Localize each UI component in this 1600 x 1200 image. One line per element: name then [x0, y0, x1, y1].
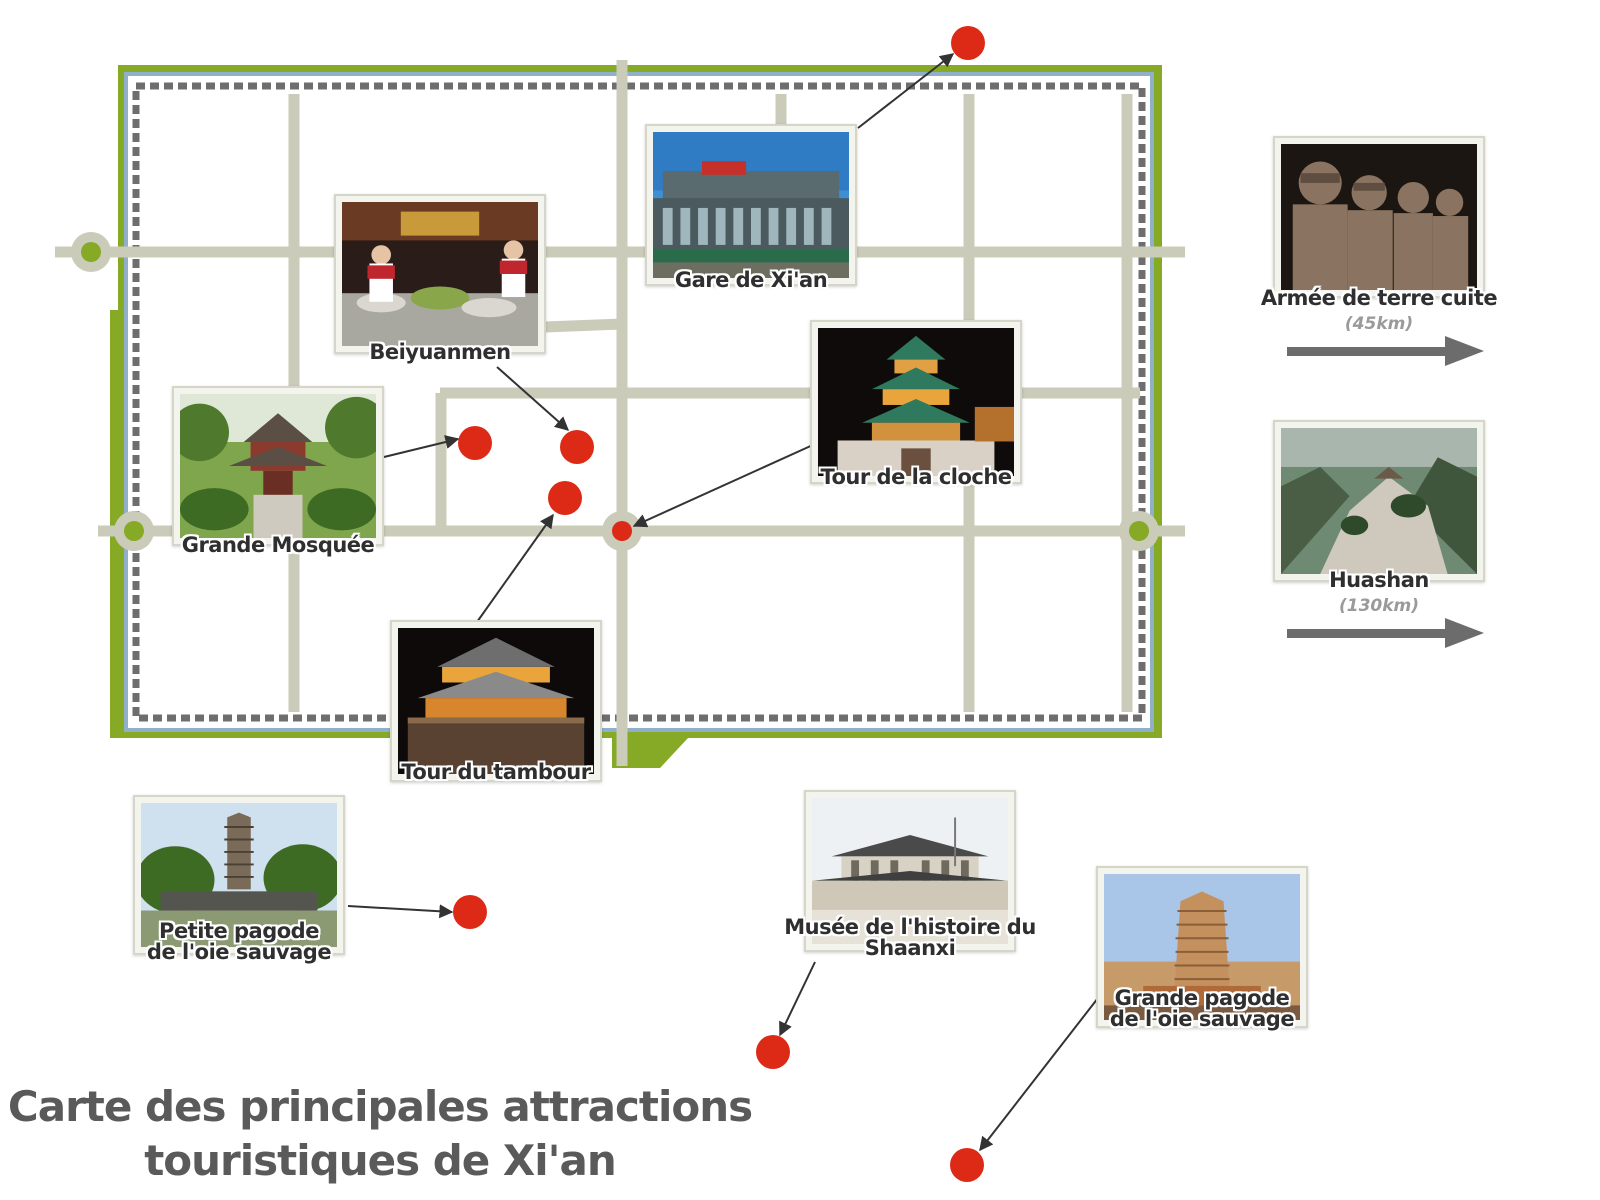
label-gare: Gare de Xi'an [674, 268, 828, 292]
arrow-petite-pagode [347, 904, 454, 919]
card-musee[interactable] [804, 790, 1016, 952]
arrow-huashan-direction [1287, 618, 1484, 648]
marker-petite-pagode[interactable] [453, 895, 487, 929]
terracotta-warriors-photo [1281, 144, 1477, 290]
card-mosquee[interactable] [172, 386, 384, 546]
card-petite-pagode[interactable] [133, 795, 345, 955]
east-gate [1119, 511, 1159, 551]
location-markers [453, 26, 985, 1182]
label-petite-pagode: Petite pagode de l'oie sauvage [146, 919, 332, 964]
small-pagoda-photo [141, 803, 337, 947]
card-gare[interactable] [645, 124, 857, 286]
card-armee[interactable] [1273, 136, 1485, 298]
arrow-tambour [476, 513, 554, 623]
label-armee: Armée de terre cuite [1260, 286, 1498, 310]
card-cloche[interactable] [810, 320, 1022, 484]
card-grande-pagode[interactable] [1096, 866, 1308, 1028]
label-cloche: Tour de la cloche [820, 465, 1012, 489]
drum-tower-photo [398, 628, 594, 774]
distance-armee: (45km) [1344, 314, 1414, 334]
label-grande-pagode: Grande pagode de l'oie sauvage [1109, 986, 1295, 1031]
west-north-gate [71, 232, 111, 272]
map-title: Carte des principales attractions touris… [7, 1082, 753, 1185]
marker-grande-pagode[interactable] [950, 1148, 984, 1182]
big-pagoda-photo [1104, 874, 1300, 1020]
arrow-beiyuanmen [496, 366, 570, 431]
bell-tower-roundabout [602, 511, 642, 551]
card-beiyuanmen[interactable] [334, 194, 546, 354]
arrow-armee-direction [1287, 336, 1484, 366]
card-tambour[interactable] [390, 620, 602, 782]
arrow-mosquee [383, 435, 460, 458]
connector-arrows [347, 53, 1099, 1152]
card-huashan[interactable] [1273, 420, 1485, 582]
label-mosquee: Grande Mosquée [181, 533, 375, 557]
arrow-grande-pagode [979, 997, 1099, 1152]
street-food-market-photo [342, 202, 538, 346]
marker-gare[interactable] [951, 26, 985, 60]
arrow-cloche [632, 443, 816, 528]
arrow-musee [779, 961, 816, 1037]
bell-tower-photo [818, 328, 1014, 476]
mosque-garden-photo [180, 394, 376, 538]
wall-crenellation [132, 82, 1146, 722]
label-huashan: Huashan [1329, 568, 1429, 592]
huashan-mountain-photo [1281, 428, 1477, 574]
road-beiyuanmen-link [544, 318, 623, 333]
marker-musee[interactable] [756, 1035, 790, 1069]
label-musee: Musée de l'histoire du Shaanxi [784, 915, 1036, 960]
railway-station-photo [653, 132, 849, 278]
arrow-gare [857, 53, 955, 129]
label-beiyuanmen: Beiyuanmen [369, 340, 511, 364]
west-gate [114, 511, 154, 551]
marker-beiyuanmen[interactable] [560, 430, 594, 464]
city-gates [71, 232, 1159, 551]
museum-photo [812, 798, 1008, 944]
label-tambour: Tour du tambour [401, 760, 591, 784]
far-direction-arrows [1287, 336, 1484, 648]
marker-tambour[interactable] [548, 481, 582, 515]
distance-huashan: (130km) [1338, 596, 1420, 616]
marker-mosquee[interactable] [458, 426, 492, 460]
